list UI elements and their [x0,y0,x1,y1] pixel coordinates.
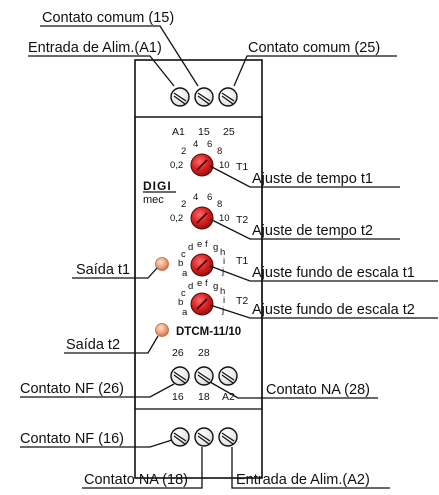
callout-saida-t2: Saída t2 [66,337,120,353]
svg-text:a: a [182,307,188,318]
callout-contato-nf-16: Contato NF (16) [20,431,124,447]
time-knob-t1[interactable] [190,153,214,177]
svg-text:10: 10 [219,213,230,224]
svg-text:b: b [178,258,183,269]
svg-text:i: i [223,295,225,306]
svg-text:d: d [188,242,193,253]
svg-text:c: c [181,288,186,299]
range-knob-t1[interactable] [190,253,214,277]
range-scale-t2: a b c d e f g h i j [178,278,225,318]
screw-terminal-25[interactable] [218,87,238,107]
digimec-logo: DIGI mec [143,179,176,206]
terminal-label-25: 25 [223,126,235,138]
leader-lines [20,25,438,489]
callout-entrada-alim-a2: Entrada de Alim.(A2) [236,472,370,488]
model-name: DTCM-11/10 [176,326,241,338]
time-scale-t1: 0,2 2 4 6 8 10 [170,139,230,171]
svg-text:j: j [221,305,224,316]
svg-text:h: h [220,286,225,297]
svg-text:b: b [178,297,183,308]
screw-terminal-mid-2[interactable] [194,366,214,386]
svg-text:a: a [182,268,188,279]
svg-text:f: f [205,278,208,289]
t1-label-range: T1 [236,255,248,267]
terminal-label-26: 26 [172,347,184,359]
bottom-screw-terminals [170,427,238,447]
svg-text:g: g [213,281,218,292]
top-screw-terminals [170,87,238,107]
callout-saida-t1: Saída t1 [76,262,130,278]
svg-text:d: d [188,281,193,292]
svg-text:6: 6 [207,192,212,203]
screw-terminal-a1[interactable] [170,87,190,107]
svg-text:e: e [197,239,202,250]
svg-text:c: c [181,249,186,260]
terminal-label-16: 16 [172,391,184,403]
svg-text:g: g [213,242,218,253]
svg-text:i: i [223,256,225,267]
svg-text:2: 2 [181,146,186,157]
t2-label-top: T2 [236,214,248,226]
mid-screw-terminals [170,366,238,386]
callout-ajuste-tempo-t2: Ajuste de tempo t2 [252,223,373,239]
svg-text:6: 6 [207,139,212,150]
callout-entrada-alim-a1: Entrada de Alim.(A1) [28,40,162,56]
svg-text:DIGI: DIGI [143,179,172,193]
callout-contato-nf-26: Contato NF (26) [20,381,124,397]
terminal-label-a1: A1 [172,126,185,138]
callout-contato-comum-15: Contato comum (15) [42,10,174,26]
callout-ajuste-tempo-t1: Ajuste de tempo t1 [252,171,373,187]
screw-terminal-18[interactable] [194,427,214,447]
time-knob-t2[interactable] [190,206,214,230]
svg-text:2: 2 [181,199,186,210]
screw-terminal-16[interactable] [170,427,190,447]
svg-text:j: j [221,266,224,277]
svg-text:8: 8 [217,146,222,157]
callout-contato-na-28: Contato NA (28) [266,382,370,398]
svg-text:h: h [220,247,225,258]
svg-text:4: 4 [193,192,198,203]
svg-text:10: 10 [219,160,230,171]
svg-text:4: 4 [193,139,198,150]
t2-label-range: T2 [236,295,248,307]
screw-terminal-a2[interactable] [218,427,238,447]
time-scale-t2: 0,2 2 4 6 8 10 [170,192,230,224]
svg-text:0,2: 0,2 [170,213,183,224]
t1-label-top: T1 [236,161,248,173]
callout-ajuste-fundo-t1: Ajuste fundo de escala t1 [252,265,415,281]
screw-terminal-15[interactable] [194,87,214,107]
terminal-label-18: 18 [198,391,210,403]
screw-terminal-mid-3[interactable] [218,366,238,386]
led-saida-t1 [155,257,169,271]
range-knob-t2[interactable] [190,292,214,316]
svg-text:mec: mec [143,194,164,206]
svg-text:e: e [197,278,202,289]
terminal-label-28: 28 [198,347,210,359]
led-saida-t2 [155,323,169,337]
terminal-label-15: 15 [198,126,210,138]
callout-contato-comum-25: Contato comum (25) [248,40,380,56]
svg-text:8: 8 [217,199,222,210]
svg-text:f: f [205,239,208,250]
screw-terminal-mid-1[interactable] [170,366,190,386]
callout-contato-na-18: Contato NA (18) [84,472,188,488]
callout-ajuste-fundo-t2: Ajuste fundo de escala t2 [252,302,415,318]
range-scale-t1: a b c d e f g h i j [178,239,225,279]
svg-text:0,2: 0,2 [170,160,183,171]
